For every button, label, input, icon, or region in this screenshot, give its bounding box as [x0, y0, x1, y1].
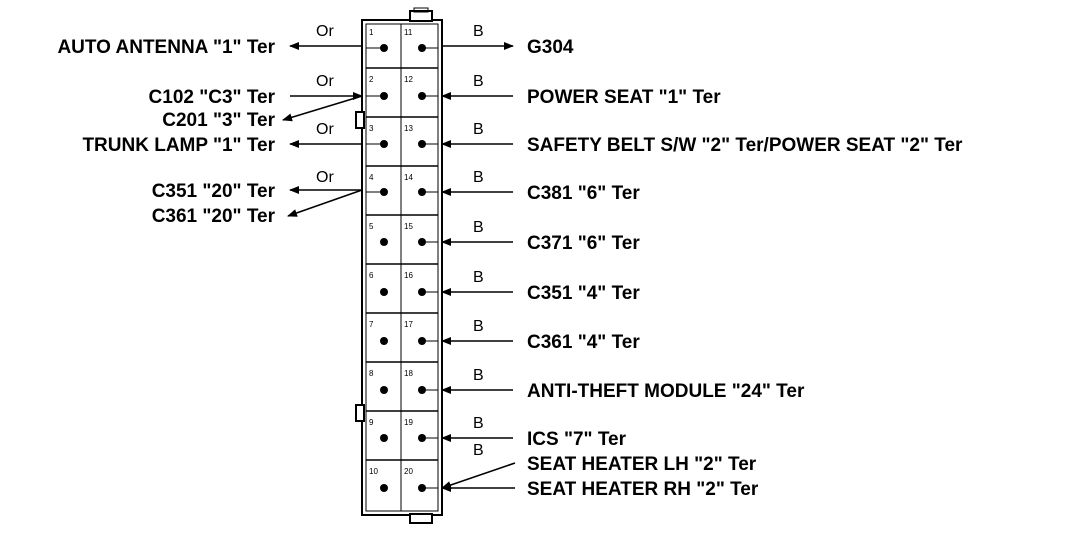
label-g304: G304 [527, 37, 574, 58]
wire-color-c381-6: B [473, 169, 484, 186]
wire-color-g304: B [473, 23, 484, 40]
arrow-c201 [282, 95, 363, 122]
pin-number-12: 12 [404, 75, 413, 84]
wire-color-ics-7: B [473, 415, 484, 432]
label-c351-4: C351 "4" Ter [527, 283, 640, 304]
label-ics-7: ICS "7" Ter [527, 429, 627, 450]
label-trunk-lamp: TRUNK LAMP "1" Ter [82, 135, 275, 156]
pin-dot-5 [380, 238, 388, 246]
label-c102: C102 "C3" Ter [149, 87, 276, 108]
pin-number-3: 3 [369, 124, 374, 133]
arrow-seat-heater-lh [441, 462, 516, 489]
label-seat-heater-rh: SEAT HEATER RH "2" Ter [527, 479, 759, 500]
wire-color-anti-theft: B [473, 367, 484, 384]
wire-color-trunk-lamp: Or [316, 121, 334, 138]
pin-number-16: 16 [404, 271, 413, 280]
wire-color-c351-20: Or [316, 169, 334, 186]
internal-wires [366, 47, 438, 489]
pin-number-20: 20 [404, 467, 413, 476]
wire-color-seat-heater: B [473, 442, 484, 459]
pin-dot-10 [380, 484, 388, 492]
label-c381-6: C381 "6" Ter [527, 183, 640, 204]
pin-dot-9 [380, 434, 388, 442]
left-wires [282, 42, 363, 217]
pin-number-4: 4 [369, 173, 374, 182]
pin-number-19: 19 [404, 418, 413, 427]
wire-color-c102: Or [316, 73, 334, 90]
pin-dot-8 [380, 386, 388, 394]
left-labels: AUTO ANTENNA "1" Ter C102 "C3" Ter C201 … [57, 37, 275, 227]
wire-color-codes: Or Or Or Or B B B B B B B B B B [316, 23, 484, 459]
pin-number-9: 9 [369, 418, 374, 427]
label-c351-20: C351 "20" Ter [152, 181, 276, 202]
wire-color-c371-6: B [473, 219, 484, 236]
label-safety-belt: SAFETY BELT S/W "2" Ter/POWER SEAT "2" T… [527, 135, 963, 156]
wire-color-power-seat-1: B [473, 73, 484, 90]
label-anti-theft: ANTI-THEFT MODULE "24" Ter [527, 381, 805, 402]
pin-dot-7 [380, 337, 388, 345]
label-c201: C201 "3" Ter [162, 110, 275, 131]
right-labels: G304 POWER SEAT "1" Ter SAFETY BELT S/W … [527, 37, 963, 500]
pin-number-10: 10 [369, 467, 378, 476]
pin-number-11: 11 [404, 28, 413, 37]
label-c361-4: C361 "4" Ter [527, 332, 640, 353]
pin-numbers: 1 2 3 4 5 6 7 8 9 10 11 12 13 14 15 16 1… [369, 28, 413, 476]
wire-color-c361-4: B [473, 318, 484, 335]
label-auto-antenna: AUTO ANTENNA "1" Ter [57, 37, 275, 58]
pin-number-17: 17 [404, 320, 413, 329]
pin-number-13: 13 [404, 124, 413, 133]
pin-number-5: 5 [369, 222, 374, 231]
pin-number-1: 1 [369, 28, 374, 37]
connector-body [355, 7, 443, 524]
wire-color-auto-antenna: Or [316, 23, 334, 40]
pin-number-15: 15 [404, 222, 413, 231]
label-c361-20: C361 "20" Ter [152, 206, 276, 227]
pin-number-8: 8 [369, 369, 374, 378]
wire-color-safety-belt: B [473, 121, 484, 138]
pin-number-18: 18 [404, 369, 413, 378]
pin-dot-6 [380, 288, 388, 296]
arrow-c361-20 [287, 189, 363, 217]
pin-number-2: 2 [369, 75, 374, 84]
label-seat-heater-lh: SEAT HEATER LH "2" Ter [527, 454, 757, 475]
pin-number-7: 7 [369, 320, 374, 329]
label-c371-6: C371 "6" Ter [527, 233, 640, 254]
pin-number-6: 6 [369, 271, 374, 280]
right-wires [441, 42, 516, 492]
pin-number-14: 14 [404, 173, 413, 182]
label-power-seat-1: POWER SEAT "1" Ter [527, 87, 721, 108]
wire-color-c351-4: B [473, 269, 484, 286]
